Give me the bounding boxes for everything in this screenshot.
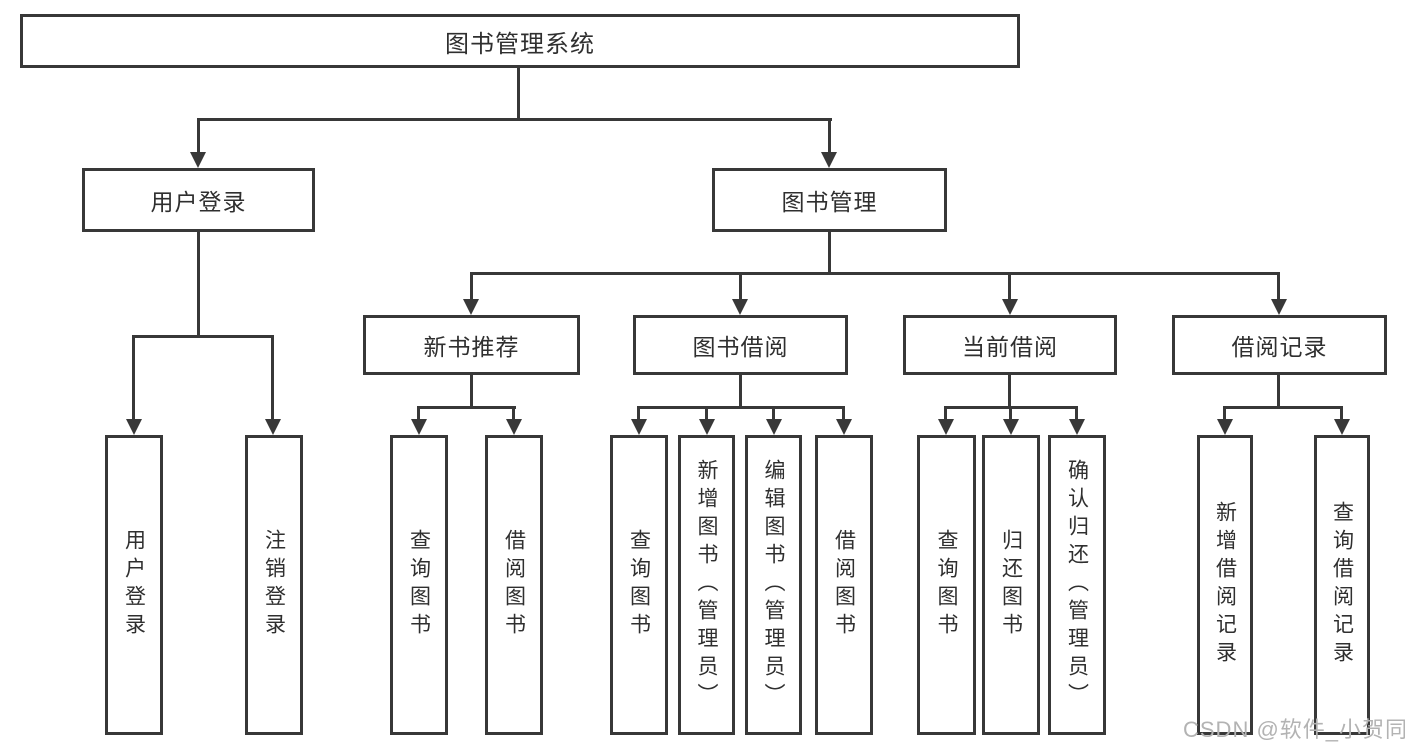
connector-stub xyxy=(705,406,708,420)
arrow-down-icon xyxy=(1069,419,1085,435)
connector-book-management-rail xyxy=(470,272,1280,275)
node-user-login-leaf: 用户登录 xyxy=(105,435,163,735)
node-book-management: 图书管理 xyxy=(712,168,947,232)
arrow-down-icon xyxy=(732,299,748,315)
node-book-management-label: 图书管理 xyxy=(781,189,878,215)
connector-to-logout-leaf xyxy=(271,335,274,420)
node-edit-books-admin-label: 编辑图书（管理员） xyxy=(762,459,785,711)
arrow-down-icon xyxy=(938,419,954,435)
node-add-books-admin-label: 新增图书（管理员） xyxy=(695,459,718,711)
arrow-down-icon xyxy=(631,419,647,435)
connector-new-book-drop xyxy=(470,375,473,406)
csdn-watermark: CSDN @软件_小贺同学 xyxy=(1183,717,1405,742)
connector-book-borrowing-drop xyxy=(739,375,742,406)
node-book-borrowing: 图书借阅 xyxy=(633,315,848,375)
connector-stub xyxy=(1075,406,1078,420)
node-edit-books-admin: 编辑图书（管理员） xyxy=(745,435,802,735)
connector-to-book-borrowing xyxy=(739,272,742,300)
connector-book-borrowing-rail xyxy=(637,406,845,409)
connector-user-login-rail xyxy=(132,335,274,338)
node-query-books-2: 查询图书 xyxy=(610,435,668,735)
arrow-down-icon xyxy=(1217,419,1233,435)
connector-stub xyxy=(842,406,845,420)
node-root-label: 图书管理系统 xyxy=(445,30,595,58)
connector-borrowing-records-drop xyxy=(1277,375,1280,406)
node-query-books-1-label: 查询图书 xyxy=(407,529,431,641)
node-borrowing-records-label: 借阅记录 xyxy=(1231,334,1328,360)
connector-stub xyxy=(1340,406,1343,420)
arrow-down-icon xyxy=(766,419,782,435)
arrow-down-icon xyxy=(506,419,522,435)
connector-root-drop xyxy=(517,68,520,118)
node-confirm-return-admin-label: 确认归还（管理员） xyxy=(1065,459,1089,711)
arrow-down-icon xyxy=(1002,299,1018,315)
node-new-book-recommend: 新书推荐 xyxy=(363,315,580,375)
node-add-borrow-record: 新增借阅记录 xyxy=(1197,435,1253,735)
node-user-login-label: 用户登录 xyxy=(150,189,247,215)
connector-root-rail xyxy=(197,118,832,121)
connector-new-book-rail xyxy=(417,406,516,409)
arrow-down-icon xyxy=(699,419,715,435)
connector-borrowing-records-rail xyxy=(1223,406,1343,409)
arrow-down-icon xyxy=(836,419,852,435)
node-confirm-return-admin: 确认归还（管理员） xyxy=(1048,435,1106,735)
connector-stub xyxy=(772,406,775,420)
arrow-down-icon xyxy=(126,419,142,435)
node-user-login: 用户登录 xyxy=(82,168,315,232)
node-current-borrowing: 当前借阅 xyxy=(903,315,1117,375)
connector-stub xyxy=(944,406,947,420)
node-borrow-books-1-label: 借阅图书 xyxy=(502,529,526,641)
connector-stub xyxy=(512,406,515,420)
connector-stub xyxy=(417,406,420,420)
arrow-down-icon xyxy=(265,419,281,435)
connector-stub xyxy=(637,406,640,420)
connector-current-borrowing-drop xyxy=(1008,375,1011,406)
arrow-down-icon xyxy=(190,152,206,168)
node-borrow-books-2: 借阅图书 xyxy=(815,435,873,735)
node-query-books-2-label: 查询图书 xyxy=(627,529,651,641)
node-return-books: 归还图书 xyxy=(982,435,1040,735)
node-current-borrowing-label: 当前借阅 xyxy=(962,334,1058,360)
connector-to-new-book-recommend xyxy=(470,272,473,300)
connector-to-book-management xyxy=(828,118,831,154)
connector-to-borrowing-records xyxy=(1277,272,1280,300)
node-add-borrow-record-label: 新增借阅记录 xyxy=(1213,501,1237,669)
node-query-borrow-record-label: 查询借阅记录 xyxy=(1330,501,1354,669)
arrow-down-icon xyxy=(821,152,837,168)
arrow-down-icon xyxy=(1271,299,1287,315)
node-book-borrowing-label: 图书借阅 xyxy=(692,334,789,360)
node-logout-leaf-label: 注销登录 xyxy=(262,529,286,641)
arrow-down-icon xyxy=(463,299,479,315)
connector-to-current-borrowing xyxy=(1008,272,1011,300)
connector-user-login-drop xyxy=(197,232,200,335)
node-query-books-1: 查询图书 xyxy=(390,435,448,735)
node-add-books-admin: 新增图书（管理员） xyxy=(678,435,735,735)
connector-stub xyxy=(1009,406,1012,420)
arrow-down-icon xyxy=(411,419,427,435)
arrow-down-icon xyxy=(1334,419,1350,435)
arrow-down-icon xyxy=(1003,419,1019,435)
connector-to-user-login-leaf xyxy=(132,335,135,420)
connector-stub xyxy=(1223,406,1226,420)
node-borrow-books-2-label: 借阅图书 xyxy=(832,529,856,641)
node-root: 图书管理系统 xyxy=(20,14,1020,68)
node-new-book-recommend-label: 新书推荐 xyxy=(423,334,520,360)
node-borrowing-records: 借阅记录 xyxy=(1172,315,1387,375)
node-query-borrow-record: 查询借阅记录 xyxy=(1314,435,1370,735)
node-logout-leaf: 注销登录 xyxy=(245,435,303,735)
node-return-books-label: 归还图书 xyxy=(999,529,1023,641)
connector-book-management-drop xyxy=(828,232,831,272)
node-borrow-books-1: 借阅图书 xyxy=(485,435,543,735)
connector-to-user-login xyxy=(197,118,200,154)
node-query-books-3-label: 查询图书 xyxy=(935,529,958,641)
node-user-login-leaf-label: 用户登录 xyxy=(122,529,146,641)
node-query-books-3: 查询图书 xyxy=(917,435,976,735)
